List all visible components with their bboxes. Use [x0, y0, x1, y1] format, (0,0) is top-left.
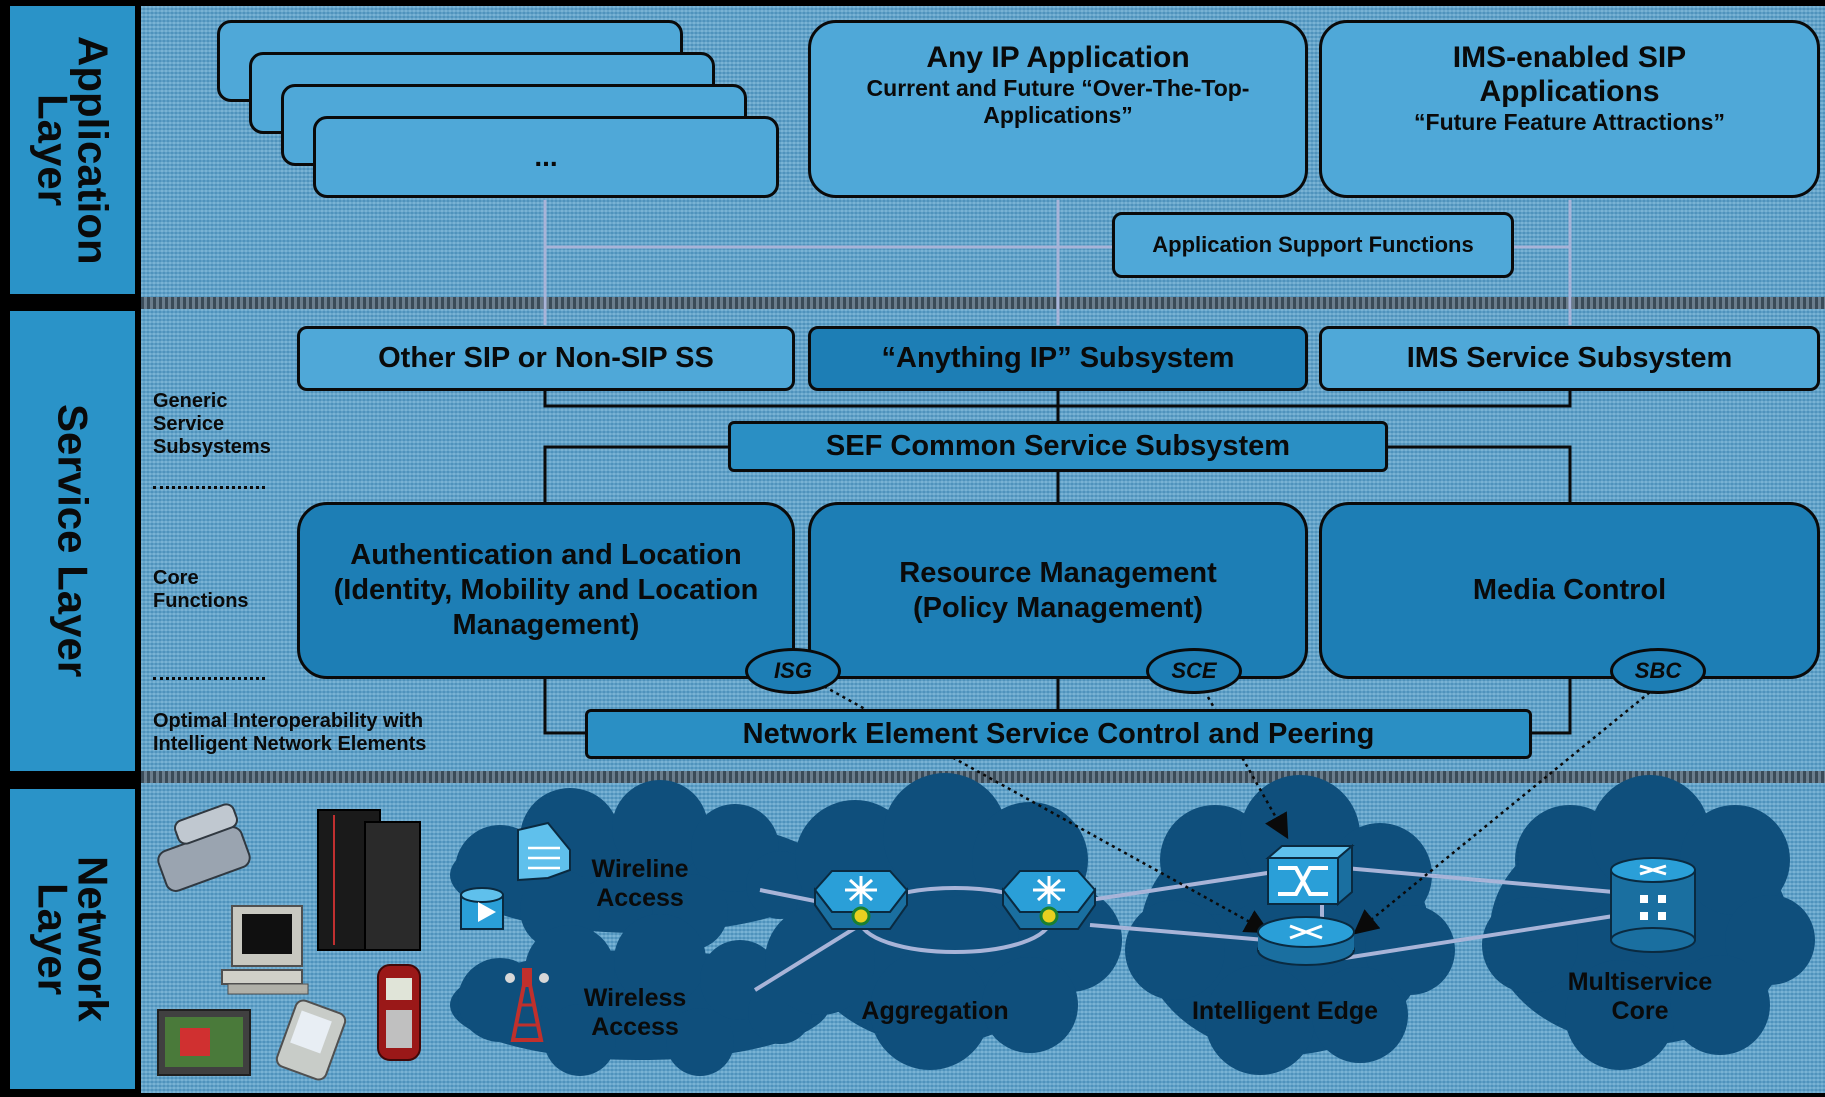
ims-service-subsystem-label: IMS Service Subsystem	[1406, 342, 1733, 374]
anything-ip-subsystem-label: “Anything IP” Subsystem	[881, 342, 1235, 374]
wireless-tower-icon	[505, 968, 549, 1042]
divider-dots	[153, 677, 265, 680]
aggregation-label: Aggregation	[861, 997, 1009, 1025]
sef-common-service-subsystem-box: SEF Common Service Subsystem	[728, 421, 1388, 472]
authentication-location-box: Authentication and Location (Identity, M…	[297, 502, 795, 679]
ims-sip-applications-title: IMS-enabled SIP Applications	[1452, 41, 1687, 108]
any-ip-application-box: Any IP Application Current and Future “O…	[808, 20, 1308, 198]
phone-icon	[157, 803, 251, 892]
resource-management-box: Resource Management (Policy Management)	[808, 502, 1308, 679]
other-sip-subsystem-label: Other SIP or Non-SIP SS	[378, 342, 714, 374]
divider-dots	[153, 486, 265, 489]
network-element-service-control-label: Network Element Service Control and Peer…	[742, 717, 1375, 750]
application-layer-label: Application Layer	[10, 6, 135, 294]
core-functions-label: Core Functions	[153, 567, 249, 612]
dsl-modem-icon	[460, 887, 504, 930]
sce-element: SCE	[1146, 648, 1242, 694]
layer-separator	[141, 297, 1825, 309]
aggregation-switch-icon	[813, 870, 909, 930]
isg-element: ISG	[745, 648, 841, 694]
resource-management-label: Resource Management (Policy Management)	[899, 556, 1217, 624]
any-ip-application-subtitle: Current and Future “Over-The-Top-Applica…	[866, 75, 1250, 128]
aggregation-switch-icon	[1001, 870, 1097, 930]
authentication-location-label: Authentication and Location (Identity, M…	[333, 539, 759, 641]
desktop-computer-icon	[221, 905, 309, 995]
service-layer-label: Service Layer	[10, 311, 135, 771]
application-stack-front-box: ...	[313, 116, 779, 198]
application-support-functions-label: Application Support Functions	[1152, 232, 1474, 257]
aggregation-cloud	[765, 773, 1122, 1070]
server-rack-icon	[317, 809, 421, 951]
network-layer-title: Network Layer	[29, 856, 117, 1022]
interoperability-label: Optimal Interoperability with Intelligen…	[153, 710, 427, 755]
sbc-element: SBC	[1610, 648, 1706, 694]
application-layer-title: Application Layer	[29, 35, 117, 265]
wireless-access-label: Wireless Access	[583, 984, 687, 1041]
generic-service-subsystems-label: Generic Service Subsystems	[153, 390, 271, 458]
ims-sip-applications-subtitle: “Future Feature Attractions”	[1414, 109, 1725, 135]
anything-ip-subsystem-box: “Anything IP” Subsystem	[808, 326, 1308, 391]
sef-common-service-subsystem-label: SEF Common Service Subsystem	[825, 430, 1291, 462]
application-stack-label: ...	[534, 141, 558, 172]
edge-router-icon	[1257, 916, 1355, 966]
isg-label: ISG	[774, 658, 812, 683]
mobile-phone-icon	[377, 964, 421, 1061]
sce-label: SCE	[1171, 658, 1217, 683]
multiservice-core-label: Multiservice Core	[1567, 968, 1713, 1025]
layer-separator	[141, 771, 1825, 783]
pda-icon	[275, 999, 347, 1081]
ims-sip-applications-box: IMS-enabled SIP Applications “Future Fea…	[1319, 20, 1820, 198]
network-element-service-control-box: Network Element Service Control and Peer…	[585, 709, 1532, 759]
network-layer-label: Network Layer	[10, 789, 135, 1089]
ims-service-subsystem-box: IMS Service Subsystem	[1319, 326, 1820, 391]
intelligent-edge-label: Intelligent Edge	[1191, 997, 1379, 1025]
sbc-label: SBC	[1634, 658, 1682, 683]
media-control-box: Media Control	[1319, 502, 1820, 679]
wireline-access-label: Wireline Access	[591, 855, 689, 912]
application-support-functions-box: Application Support Functions	[1112, 212, 1514, 278]
service-layer-title: Service Layer	[49, 404, 97, 678]
media-control-label: Media Control	[1472, 574, 1667, 606]
tv-icon	[157, 1009, 251, 1076]
edge-switch-icon	[1265, 843, 1355, 907]
wireline-access-icon	[517, 821, 571, 882]
network-links	[753, 866, 1626, 992]
core-router-icon	[1610, 857, 1696, 953]
any-ip-application-title: Any IP Application	[926, 41, 1190, 74]
other-sip-subsystem-box: Other SIP or Non-SIP SS	[297, 326, 795, 391]
